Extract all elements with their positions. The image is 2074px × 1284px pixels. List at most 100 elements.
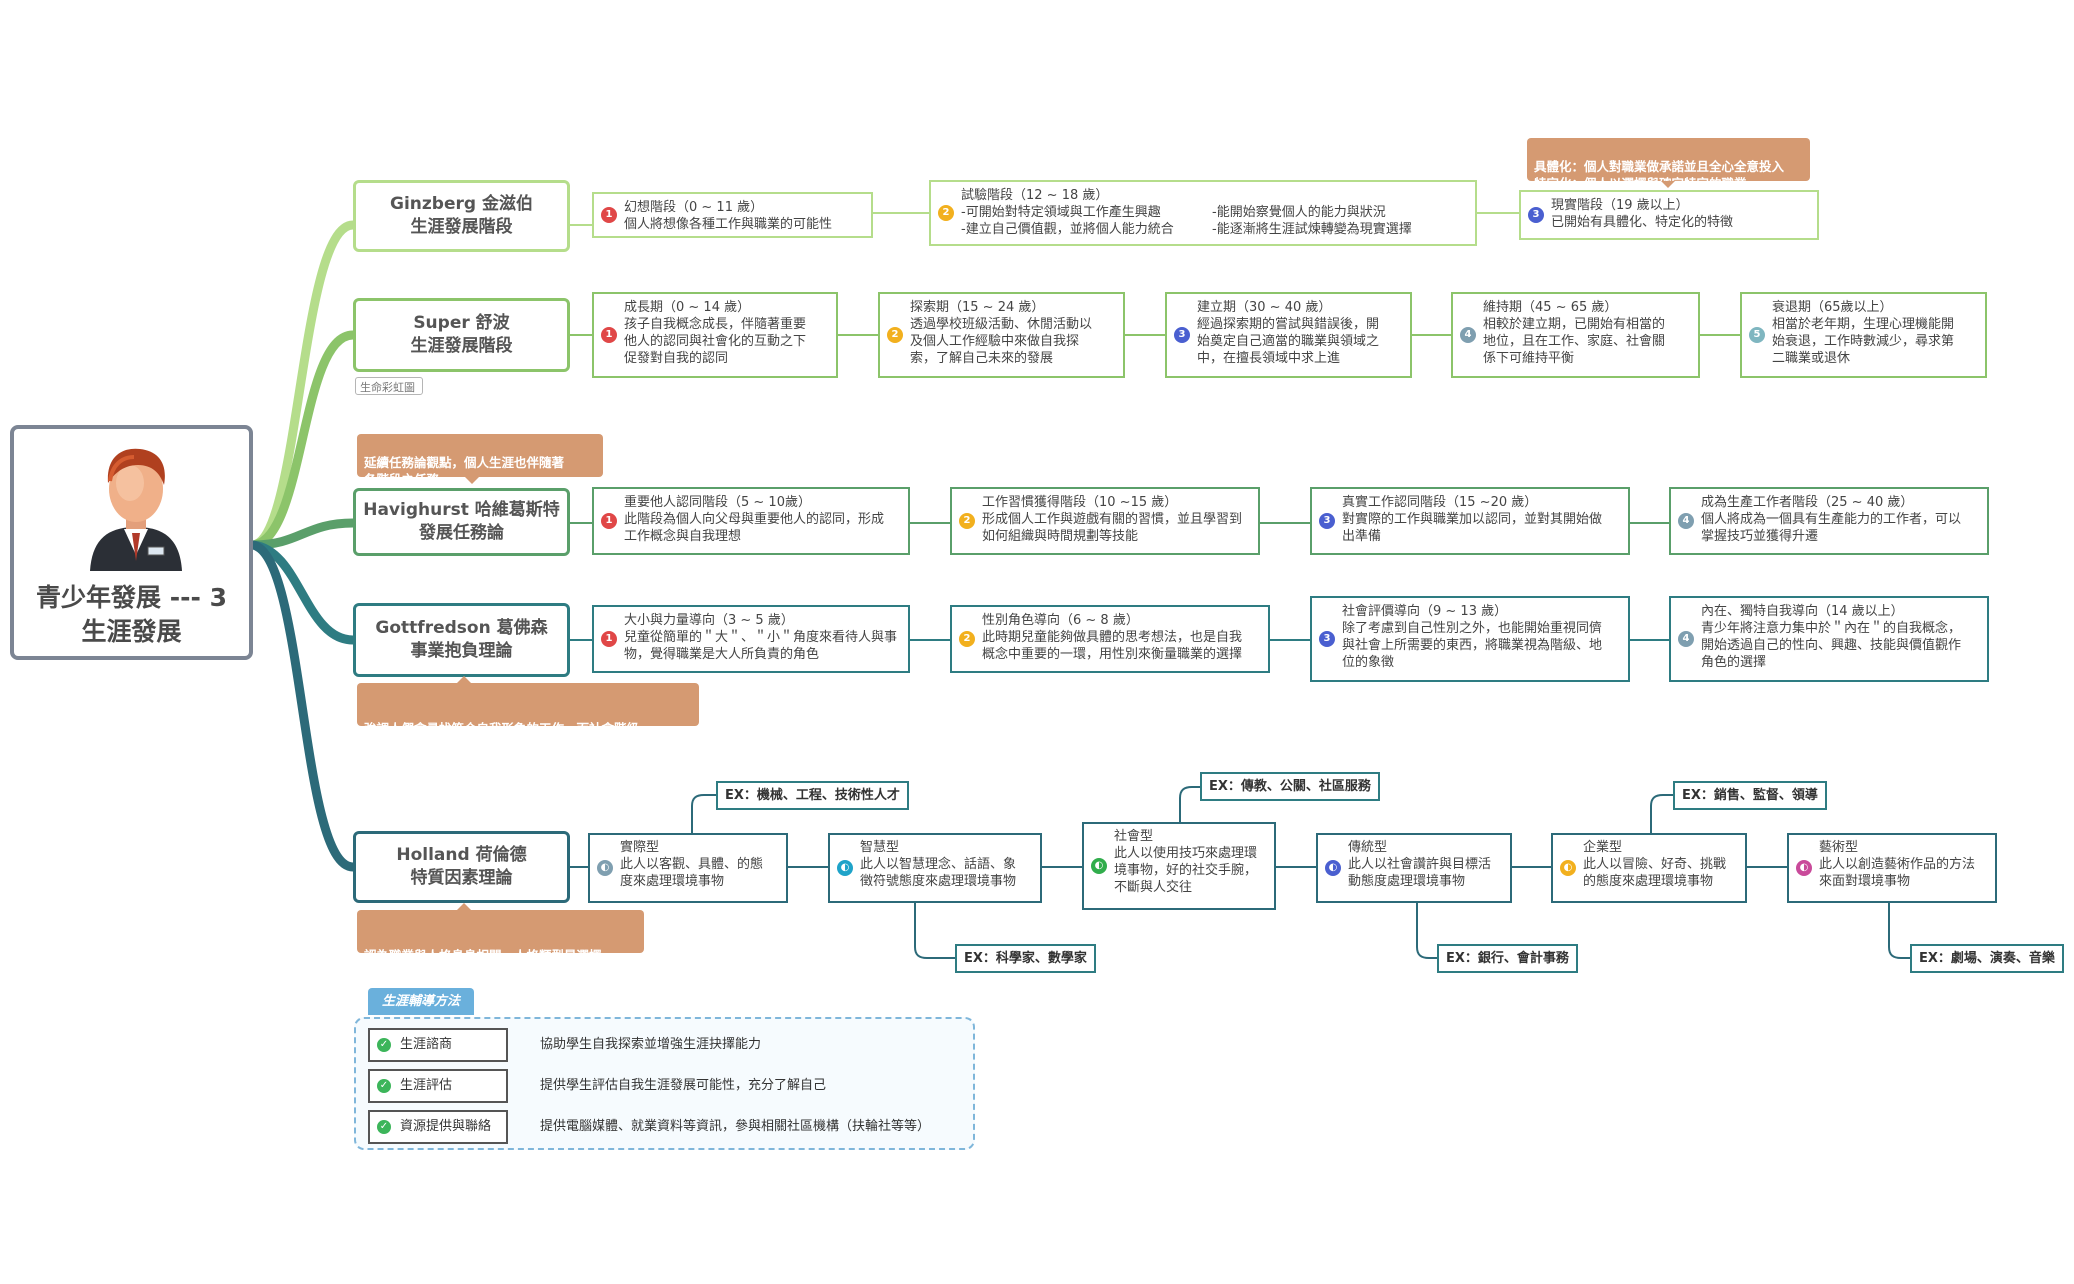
stage-desc: 相較於建立期，已開始有相當的 地位，且在工作、家庭、社會關 係下可維持平衡: [1483, 317, 1666, 366]
stage-title: 現實階段（19 歲以上）: [1551, 198, 1689, 213]
stage-title: 性別角色導向（6 ~ 8 歲）: [982, 613, 1139, 628]
stage-number-badge: 3: [1319, 631, 1335, 647]
stage-desc-left: -可開始對特定領域與工作產生興趣 -建立自己價值觀，並將個人能力統合: [961, 205, 1174, 237]
counseling-item-label: 生涯評估: [400, 1078, 453, 1093]
callout-tail: [457, 676, 471, 683]
counseling-row[interactable]: ✓ 生涯諮商 協助學生自我探索並增強生涯抉擇能力: [368, 1028, 968, 1062]
havighurst-stage-2[interactable]: 2 工作習慣獲得階段（10 ~15 歲） 形成個人工作與遊戲有關的習慣，並且學習…: [950, 487, 1260, 555]
type-desc: 此人以客觀、具體、的態 度來處理環境事物: [620, 857, 764, 889]
super-stage-5[interactable]: 5 衰退期（65歲以上） 相當於老年期，生理心理機能開 始衰退，工作時數減少，尋…: [1740, 292, 1987, 378]
holland-example-artistic[interactable]: EX：劇場、演奏、音樂: [1910, 944, 2064, 973]
holland-type-realistic[interactable]: ◐ 實際型 此人以客觀、具體、的態 度來處理環境事物: [588, 833, 788, 903]
stage-desc: 此階段為個人向父母與重要他人的認同，形成 工作概念與自我理想: [624, 512, 885, 544]
stage-title: 建立期（30 ~ 40 歲）: [1197, 300, 1332, 315]
holland-type-artistic[interactable]: ◐ 藝術型 此人以創造藝術作品的方法 來面對環境事物: [1787, 833, 1997, 903]
holland-type-investigative[interactable]: ◐ 智慧型 此人以智慧理念、話語、象 徵符號態度來處理環境事物: [828, 833, 1042, 903]
stage-number-badge: 4: [1460, 327, 1476, 343]
holland-example-realistic[interactable]: EX：機械、工程、技術性人才: [716, 781, 909, 810]
topic-ginzberg-label: Ginzberg 金滋伯 生涯發展階段: [390, 194, 533, 237]
example-text: EX：銀行、會計事務: [1446, 951, 1569, 966]
gottfredson-stage-3[interactable]: 3 社會評價導向（9 ~ 13 歲） 除了考慮到自己性別之外，也能開始重視同儕 …: [1310, 596, 1630, 682]
counseling-item-label: 資源提供與聯絡: [400, 1119, 492, 1134]
stage-desc: 形成個人工作與遊戲有關的習慣，並且學習到 如何組織與時間規劃等技能: [982, 512, 1243, 544]
havighurst-stage-3[interactable]: 3 真實工作認同階段（15 ~20 歲） 對實際的工作與職業加以認同，並對其開始…: [1310, 487, 1630, 555]
counseling-item-desc: 協助學生自我探索並增強生涯抉擇能力: [540, 1037, 762, 1052]
topic-holland[interactable]: Holland 荷倫德 特質因素理論: [353, 831, 570, 903]
ginzberg-stage-1[interactable]: 1 幻想階段（0 ~ 11 歲） 個人將想像各種工作與職業的可能性: [592, 192, 873, 238]
ginzberg-callout[interactable]: 具體化：個人對職業做承諾並且全心全意投入 特定化：個人以選擇與確定特定的職業: [1527, 138, 1810, 191]
stage-desc: 對實際的工作與職業加以認同，並對其開始做 出準備: [1342, 512, 1603, 544]
topic-super[interactable]: Super 舒波 生涯發展階段: [353, 298, 570, 372]
holland-type-conventional[interactable]: ◐ 傳統型 此人以社會讚許與目標活 動態度處理環境事物: [1316, 833, 1512, 903]
topic-gottfredson[interactable]: Gottfredson 葛佛森 事業抱負理論: [353, 603, 570, 677]
stage-desc: 已開始有具體化、特定化的特徵: [1551, 215, 1734, 230]
holland-type-enterprising[interactable]: ◐ 企業型 此人以冒險、好奇、挑戰 的態度來處理環境事物: [1551, 833, 1747, 903]
holland-callout[interactable]: 認為職業與人格息息相關，人格類型是選擇 職業的基礎 （物以類聚）: [357, 903, 644, 980]
example-text: EX：機械、工程、技術性人才: [725, 788, 900, 803]
stage-number-badge: 4: [1678, 631, 1694, 647]
counseling-item[interactable]: ✓ 資源提供與聯絡: [368, 1110, 508, 1144]
stage-title: 成為生產工作者階段（25 ~ 40 歲）: [1701, 495, 1914, 510]
topic-ginzberg[interactable]: Ginzberg 金滋伯 生涯發展階段: [353, 180, 570, 252]
stage-desc: 相當於老年期，生理心理機能開 始衰退，工作時數減少，尋求第 二職業或退休: [1772, 317, 1955, 366]
example-text: EX：銷售、監督、領導: [1682, 788, 1818, 803]
havighurst-callout[interactable]: 延續任務論觀點，個人生涯也伴隨著 各階段之任務: [357, 434, 603, 487]
stage-number-badge: 2: [887, 327, 903, 343]
type-desc: 此人以智慧理念、話語、象 徵符號態度來處理環境事物: [860, 857, 1017, 889]
topic-havighurst[interactable]: Havighurst 哈維葛斯特 發展任務論: [353, 488, 570, 556]
stage-desc: 青少年將注意力集中於＂內在＂的自我概念， 開始透過自己的性向、興趣、技能與價值觀…: [1701, 621, 1962, 670]
stage-desc: 個人將成為一個具有生產能力的工作者，可以 掌握技巧並獲得升遷: [1701, 512, 1962, 544]
topic-super-label: Super 舒波 生涯發展階段: [410, 313, 513, 356]
stage-title: 探索期（15 ~ 24 歲）: [910, 300, 1045, 315]
super-stage-1[interactable]: 1 成長期（0 ~ 14 歲） 孩子自我概念成長，伴隨著重要 他人的認同與社會化…: [592, 292, 838, 378]
havighurst-stage-4[interactable]: 4 成為生產工作者階段（25 ~ 40 歲） 個人將成為一個具有生產能力的工作者…: [1669, 487, 1989, 555]
havighurst-stage-1[interactable]: 1 重要他人認同階段（5 ~ 10歲） 此階段為個人向父母與重要他人的認同，形成…: [592, 487, 910, 555]
super-stage-4[interactable]: 4 維持期（45 ~ 65 歲） 相較於建立期，已開始有相當的 地位，且在工作、…: [1451, 292, 1700, 378]
check-icon: ✓: [377, 1079, 391, 1093]
gottfredson-stage-4[interactable]: 4 內在、獨特自我導向（14 歲以上） 青少年將注意力集中於＂內在＂的自我概念，…: [1669, 596, 1989, 682]
stage-title: 試驗階段（12 ~ 18 歲）: [961, 188, 1109, 203]
gottfredson-callout[interactable]: 強調人們會尋找符合自我形象的工作，而社會階級、 智能發展、性別角色等是自我概念重…: [357, 676, 699, 753]
stage-title: 真實工作認同階段（15 ~20 歲）: [1342, 495, 1538, 510]
type-title: 社會型: [1114, 829, 1154, 844]
counseling-item-desc: 提供電腦媒體、就業資料等資訊，參與相關社區機構（扶輪社等等）: [540, 1119, 931, 1134]
holland-example-social[interactable]: EX：傳教、公關、社區服務: [1200, 772, 1380, 801]
counseling-item[interactable]: ✓ 生涯諮商: [368, 1028, 508, 1062]
stage-number-badge: 1: [601, 207, 617, 223]
super-stage-3[interactable]: 3 建立期（30 ~ 40 歲） 經過探索期的嘗試與錯誤後，開 始奠定自己適當的…: [1165, 292, 1412, 378]
super-label-tag[interactable]: 生命彩虹圖: [355, 377, 423, 395]
check-icon: ✓: [377, 1120, 391, 1134]
counseling-row[interactable]: ✓ 資源提供與聯絡 提供電腦媒體、就業資料等資訊，參與相關社區機構（扶輪社等等）: [368, 1110, 968, 1144]
ginzberg-stage-3[interactable]: 3 現實階段（19 歲以上） 已開始有具體化、特定化的特徵: [1519, 190, 1819, 240]
counseling-row[interactable]: ✓ 生涯評估 提供學生評估自我生涯發展可能性，充分了解自己: [368, 1069, 968, 1103]
conventional-type-icon: ◐: [1325, 860, 1341, 876]
callout-tail: [465, 477, 479, 484]
ginzberg-stage-2[interactable]: 2 試驗階段（12 ~ 18 歲） -可開始對特定領域與工作產生興趣 -建立自己…: [929, 180, 1477, 246]
holland-example-investigative[interactable]: EX：科學家、數學家: [955, 944, 1096, 973]
callout-text: 延續任務論觀點，個人生涯也伴隨著 各階段之任務: [364, 455, 565, 487]
holland-type-social[interactable]: ◐ 社會型 此人以使用技巧來處理環 境事物，好的社交手腕， 不斷與人交往: [1082, 822, 1276, 910]
counseling-item-label: 生涯諮商: [400, 1037, 453, 1052]
holland-example-conventional[interactable]: EX：銀行、會計事務: [1437, 944, 1578, 973]
holland-example-enterprising[interactable]: EX：銷售、監督、領導: [1673, 781, 1827, 810]
gottfredson-stage-1[interactable]: 1 大小與力量導向（3 ~ 5 歲） 兒童從簡單的＂大＂、＂小＂角度來看待人與事…: [592, 605, 910, 673]
counseling-title-text: 生涯輔導方法: [381, 994, 460, 1009]
counseling-title[interactable]: 生涯輔導方法: [368, 988, 474, 1015]
gottfredson-stage-2[interactable]: 2 性別角色導向（6 ~ 8 歲） 此時期兒童能夠做具體的思考想法，也是自我 概…: [950, 605, 1270, 673]
stage-title: 工作習慣獲得階段（10 ~15 歲）: [982, 495, 1178, 510]
example-text: EX：劇場、演奏、音樂: [1919, 951, 2055, 966]
super-stage-2[interactable]: 2 探索期（15 ~ 24 歲） 透過學校班級活動、休閒活動以 及個人工作經驗中…: [878, 292, 1125, 378]
topic-gottfredson-label: Gottfredson 葛佛森 事業抱負理論: [375, 618, 548, 661]
stage-title: 社會評價導向（9 ~ 13 歲）: [1342, 604, 1508, 619]
businessman-avatar-icon: [86, 443, 186, 571]
enterprising-type-icon: ◐: [1560, 860, 1576, 876]
type-title: 智慧型: [860, 840, 900, 855]
stage-number-badge: 2: [959, 631, 975, 647]
central-topic[interactable]: 青少年發展 --- 3 生涯發展: [10, 425, 253, 660]
type-title: 實際型: [620, 840, 660, 855]
counseling-item[interactable]: ✓ 生涯評估: [368, 1069, 508, 1103]
stage-number-badge: 1: [601, 513, 617, 529]
type-desc: 此人以創造藝術作品的方法 來面對環境事物: [1819, 857, 1976, 889]
